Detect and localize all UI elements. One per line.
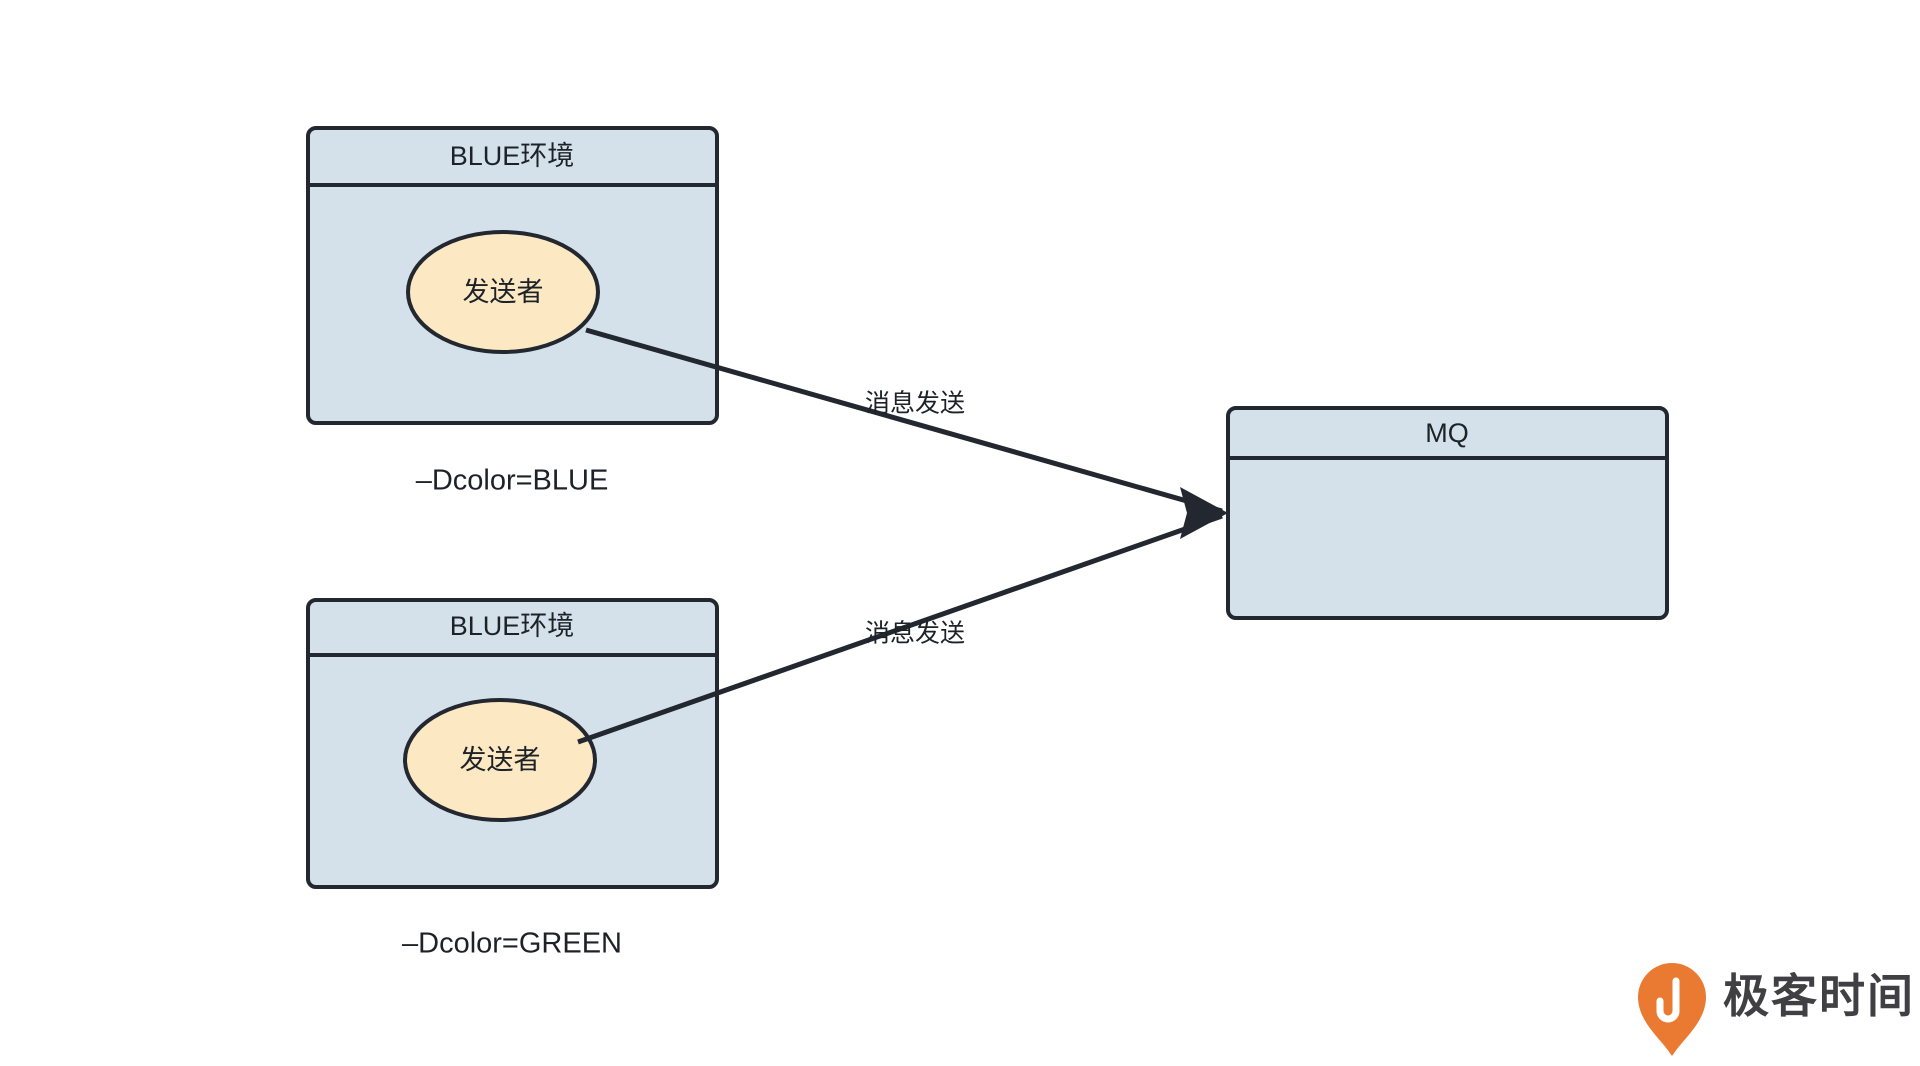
brand-watermark: 极客时间 <box>1638 963 1915 1056</box>
edge-green-to-mq-line <box>577 513 1223 745</box>
brand-name: 极客时间 <box>1723 970 1915 1022</box>
blue-sender-ellipse-fill <box>408 232 598 352</box>
blue-sender-label: 发送者 <box>463 277 544 307</box>
edge-green-to-mq-label: 消息发送 <box>865 620 965 648</box>
blue-env-box-border <box>306 126 719 425</box>
blue-env-box-title: BLUE环境 <box>450 141 575 171</box>
mq-box-title: MQ <box>1425 418 1469 448</box>
green-env-box-title: BLUE环境 <box>450 611 575 641</box>
green-env-box-border <box>306 598 719 889</box>
blue-env-caption: –Dcolor=BLUE <box>416 465 609 497</box>
mq-box-fill <box>1228 408 1667 618</box>
node-green-env-box[interactable]: BLUE环境 发送者 <box>306 598 719 889</box>
green-sender-ellipse-border <box>403 698 597 822</box>
green-sender-label: 发送者 <box>460 745 541 775</box>
edge-blue-to-mq[interactable]: 消息发送 <box>585 327 1223 514</box>
blue-sender-ellipse-border <box>406 230 600 354</box>
edge-arrowhead-icon <box>1180 487 1228 539</box>
edge-blue-to-mq-label: 消息发送 <box>865 390 965 418</box>
edge-green-to-mq[interactable]: 消息发送 <box>577 513 1223 745</box>
geektime-logo-icon <box>1638 963 1706 1056</box>
green-sender-ellipse-fill <box>405 700 595 820</box>
green-env-caption: –Dcolor=GREEN <box>402 928 622 960</box>
edge-blue-to-mq-line <box>585 327 1223 514</box>
node-mq-box[interactable]: MQ <box>1226 406 1669 620</box>
node-blue-env-box[interactable]: BLUE环境 发送者 <box>306 126 719 425</box>
